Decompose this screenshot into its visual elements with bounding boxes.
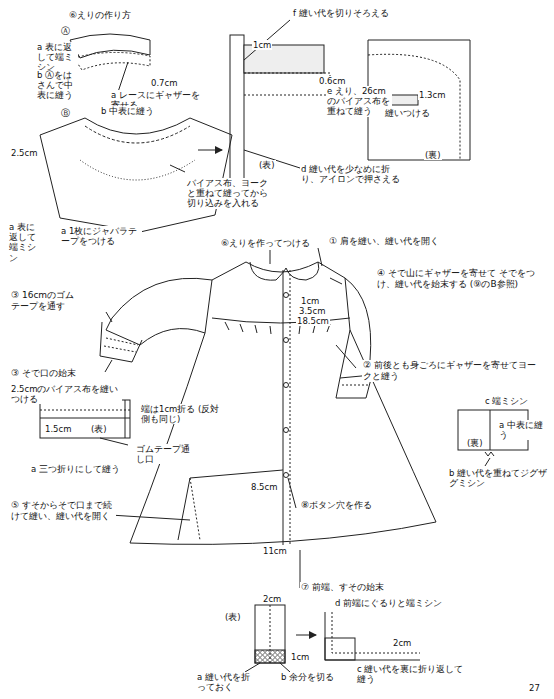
callout-label: e えり、26cmのバイアス布を重ねて縫う xyxy=(326,86,392,117)
leader xyxy=(280,663,290,672)
elastic xyxy=(104,338,138,352)
callout-label: ③ 16cmのゴムテープを通す xyxy=(10,290,84,312)
front-edge-a xyxy=(255,605,285,663)
callout-label: 0.7cm xyxy=(150,78,178,88)
callout-label: 端は1cm折る (反対側も同じ) xyxy=(140,404,222,424)
callout-label: 3.5cm xyxy=(298,306,326,316)
callout-label: a 三つ折りにして縫う xyxy=(30,464,121,474)
callout-label: バイアス布、ヨークと重ねて縫ってから切り込みを入れる xyxy=(186,178,274,209)
fold xyxy=(125,400,126,438)
callout-label: ② 前後とも身ごろにギャザーを寄せてヨークと縫う xyxy=(362,360,544,382)
seam xyxy=(490,410,491,450)
collar-strip xyxy=(230,35,244,185)
callout-label: a 表に返して端ミシン xyxy=(36,42,78,73)
callout-label: 1.3cm xyxy=(418,90,446,100)
callout-label: Ⓐ xyxy=(60,26,71,36)
callout-label: (裏) xyxy=(466,438,484,448)
callout-label: 1cm xyxy=(300,296,320,306)
callout-label: (表) xyxy=(224,612,242,622)
callout-label: a 1枚にジャバラテープをつける xyxy=(60,226,142,246)
page-number: 27 xyxy=(528,683,541,693)
cuff-detail xyxy=(40,400,130,438)
callout-label: a 表に返して端ミシン xyxy=(8,222,42,263)
callout-label: ④ そで山にギャザーを寄せて そでをつけ、縫い代を始末する (⑨のB参照) xyxy=(376,268,548,290)
zigzag xyxy=(485,452,494,456)
callout-label: 18.5cm xyxy=(296,316,330,326)
dress-body xyxy=(130,262,436,544)
fold xyxy=(270,605,271,663)
callout-label: a 中表に縫う xyxy=(498,420,550,440)
leader xyxy=(100,438,128,445)
sleeve-left xyxy=(106,278,212,345)
placket xyxy=(283,270,284,545)
callout-label: ⑦ 前端、すその始末 xyxy=(300,582,385,593)
buttons xyxy=(284,293,289,478)
front-flap xyxy=(178,470,283,540)
corner-fold xyxy=(325,638,355,660)
callout-label: d 前端にぐるりと端ミシン xyxy=(334,598,443,608)
callout-label: f 縫い代を切りそろえる xyxy=(292,8,390,18)
callout-label: d 縫い代を少なめに折り、アイロンで押さえる xyxy=(300,164,402,184)
callout-label: c 端ミシン xyxy=(484,396,529,406)
callout-label: b 中表に縫う xyxy=(100,106,155,116)
leader xyxy=(170,165,185,172)
callout-label: b 縫い代を重ねてジグザグミシン xyxy=(448,468,550,488)
callout-label: b 余分を切る xyxy=(280,672,335,682)
cuff-left xyxy=(100,322,142,362)
callout-label: 縫いつける xyxy=(384,108,431,118)
leader xyxy=(244,20,290,60)
callout-label: ⑧ボタン穴を作る xyxy=(300,500,373,511)
lace-b xyxy=(85,126,190,143)
leader xyxy=(485,458,490,466)
callout-label: 11cm xyxy=(262,546,288,556)
callout-label: ⑥えりの作り方 xyxy=(68,10,132,21)
callout-label: Ⓑ xyxy=(60,108,71,118)
callout-label: (裏) xyxy=(424,150,442,160)
edge-stitch xyxy=(332,612,420,653)
callout-label: ① 肩を縫い、縫い代を開く xyxy=(328,236,440,247)
callout-label: 0.6cm xyxy=(318,76,346,86)
callout-label: a 縫い代を折っておく xyxy=(196,672,258,692)
yoke-b xyxy=(40,118,232,232)
step-arrow xyxy=(296,635,316,636)
stitch-line xyxy=(40,410,130,411)
leader xyxy=(118,62,128,92)
callout-label: 2.5cm xyxy=(10,148,38,158)
step-arrow xyxy=(198,150,222,151)
callout-label: ⑤ すそからそで口まで続けて縫い、縫い代を開く xyxy=(10,500,116,522)
callout-label: ゴムテープ通し口 xyxy=(135,444,197,464)
callout-label: ③ そで口の始末 xyxy=(10,368,77,379)
callout-label: 1cm xyxy=(290,652,310,662)
seam xyxy=(40,418,130,419)
leader xyxy=(105,248,356,588)
elastic xyxy=(342,385,368,386)
placket-stitch xyxy=(290,270,291,545)
front-edge-b xyxy=(325,612,420,660)
callout-label: 2cm xyxy=(392,638,412,648)
callout-label: ⑥えりを作ってつける xyxy=(220,238,311,249)
stitch-line xyxy=(80,160,195,180)
hem-stitch xyxy=(190,478,200,540)
callout-label: (表) xyxy=(90,424,108,434)
callout-label: 1.5cm xyxy=(44,424,72,434)
lace-a xyxy=(74,52,150,70)
collar xyxy=(250,262,319,280)
callout-label: b Ⓐをはさんで中表に縫う xyxy=(36,70,82,101)
callout-label: 1cm xyxy=(252,40,272,50)
callout-label: 8.5cm xyxy=(250,482,278,492)
leader xyxy=(245,663,260,672)
callout-label: c 縫い代を裏に折り返して縫う xyxy=(356,664,468,684)
callout-label: 2.5cmのバイアス布を縫いつける xyxy=(10,384,122,404)
callout-label: (表) xyxy=(258,160,276,170)
callout-label: 2cm xyxy=(262,594,282,604)
